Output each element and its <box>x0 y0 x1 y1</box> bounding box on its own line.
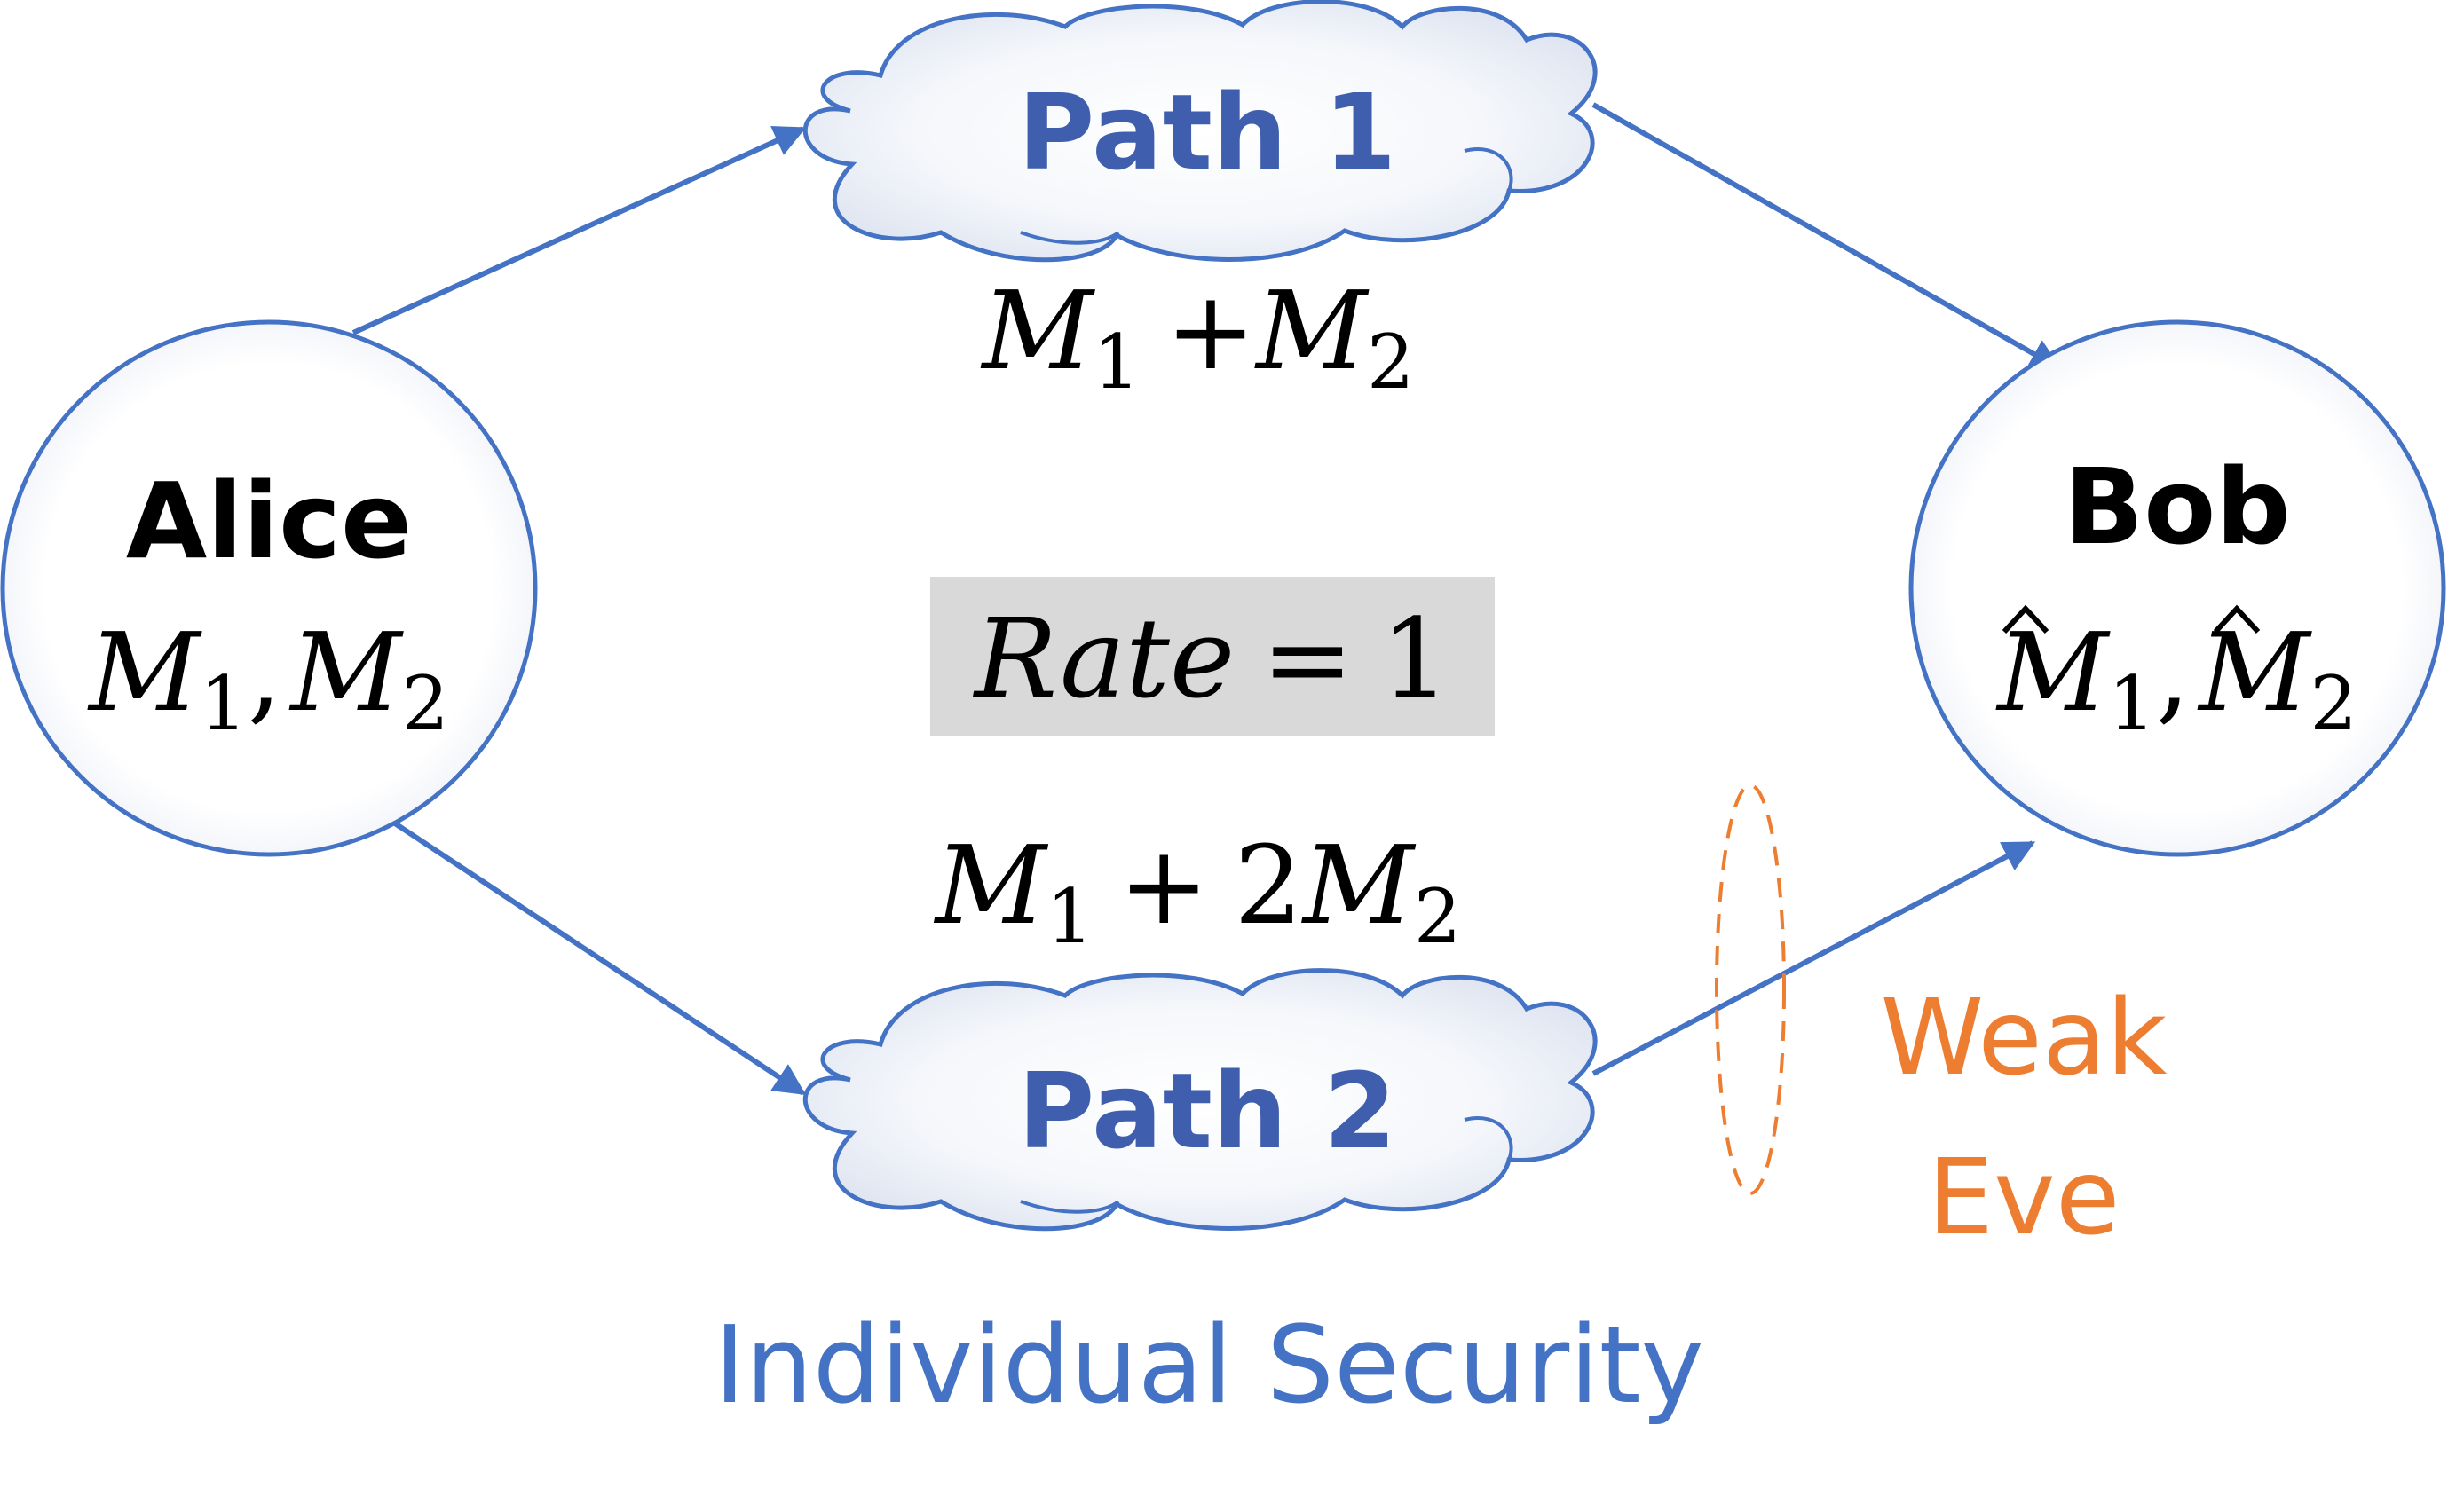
path2-message: M1+2M2 <box>934 823 1462 960</box>
connections <box>351 102 2063 1096</box>
bob-node: Bob M1,M2 <box>1908 319 2446 857</box>
rate-expression: Rate=1 <box>973 595 1450 723</box>
path2-label: Path 2 <box>1018 1050 1397 1172</box>
alice-circle <box>0 319 538 857</box>
eve-label: Weak Eve <box>1880 976 2167 1258</box>
alice-node: Alice M1,M2 <box>0 319 538 857</box>
diagram-caption: Individual Security <box>714 1304 1703 1428</box>
alice-name: Alice <box>126 460 412 582</box>
cloud-shape-path2 <box>802 968 1598 1232</box>
rate-box: Rate=1 <box>930 577 1495 736</box>
arrow-alice-to-path2 <box>393 821 807 1096</box>
hat-accent-2 <box>2213 604 2261 634</box>
hat-accent-1 <box>2002 604 2049 634</box>
rate-box-background <box>930 577 1495 736</box>
path2-cloud: Path 2 <box>802 968 1598 1232</box>
path1-cloud: Path 1 <box>802 0 1598 263</box>
eve-label-line2: Eve <box>1928 1136 2120 1258</box>
arrow-path1-to-bob <box>1591 102 2063 371</box>
bob-circle <box>1908 319 2446 857</box>
arrow-path2-to-bob <box>1591 840 2036 1076</box>
cloud-shape-path1 <box>802 0 1598 263</box>
path1-message: M1+M2 <box>981 268 1415 406</box>
bob-name: Bob <box>2064 445 2290 568</box>
path1-label: Path 1 <box>1018 71 1397 193</box>
eve-tap-ellipse <box>1715 784 1786 1195</box>
alice-messages: M1,M2 <box>87 610 449 747</box>
bob-messages: M1,M2 <box>1995 610 2357 747</box>
eve-label-line1: Weak <box>1880 976 2167 1099</box>
arrow-alice-to-path1 <box>351 125 807 335</box>
